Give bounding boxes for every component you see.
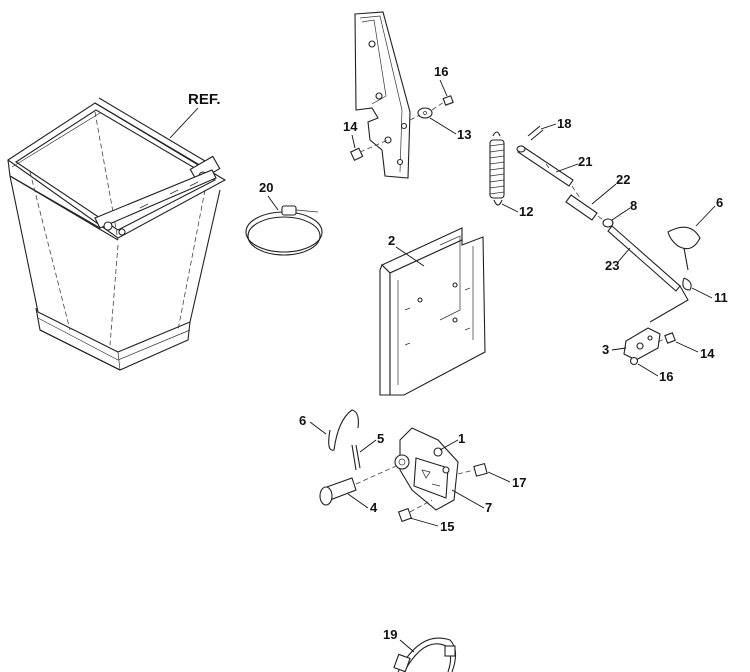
mount-bracket (379, 227, 486, 396)
callout-17: 17 (512, 475, 526, 490)
callout-16a: 16 (434, 64, 448, 79)
hose-clamp (245, 205, 323, 256)
lift-arm-bracket (354, 11, 411, 179)
callout-ref: REF. (188, 91, 221, 108)
callout-21: 21 (578, 154, 592, 169)
callout-6a: 6 (299, 413, 306, 428)
callout-2: 2 (388, 233, 395, 248)
callout-19: 19 (383, 627, 397, 642)
callout-20: 20 (259, 180, 273, 195)
callout-23: 23 (605, 258, 619, 273)
extension-spring (489, 131, 505, 206)
bolt-14-upper (349, 139, 389, 161)
bottom-clamp (393, 637, 457, 672)
callout-16b: 16 (659, 369, 673, 384)
latch-assembly (319, 409, 488, 523)
callout-13: 13 (457, 127, 471, 142)
callout-3: 3 (602, 342, 609, 357)
callout-15: 15 (440, 519, 454, 534)
callout-11: 11 (714, 290, 728, 305)
lift-rod-assembly (516, 125, 701, 366)
grass-bag (7, 97, 227, 371)
callout-5: 5 (377, 431, 384, 446)
callout-18: 18 (557, 116, 571, 131)
callout-4: 4 (370, 500, 378, 515)
callout-14b: 14 (700, 346, 715, 361)
callout-14a: 14 (343, 119, 358, 134)
callout-1: 1 (458, 431, 465, 446)
callout-7: 7 (485, 500, 492, 515)
callout-8: 8 (630, 198, 637, 213)
callout-12: 12 (519, 204, 533, 219)
callout-6b: 6 (716, 195, 723, 210)
washer-13 (409, 95, 454, 121)
callout-22: 22 (616, 172, 630, 187)
